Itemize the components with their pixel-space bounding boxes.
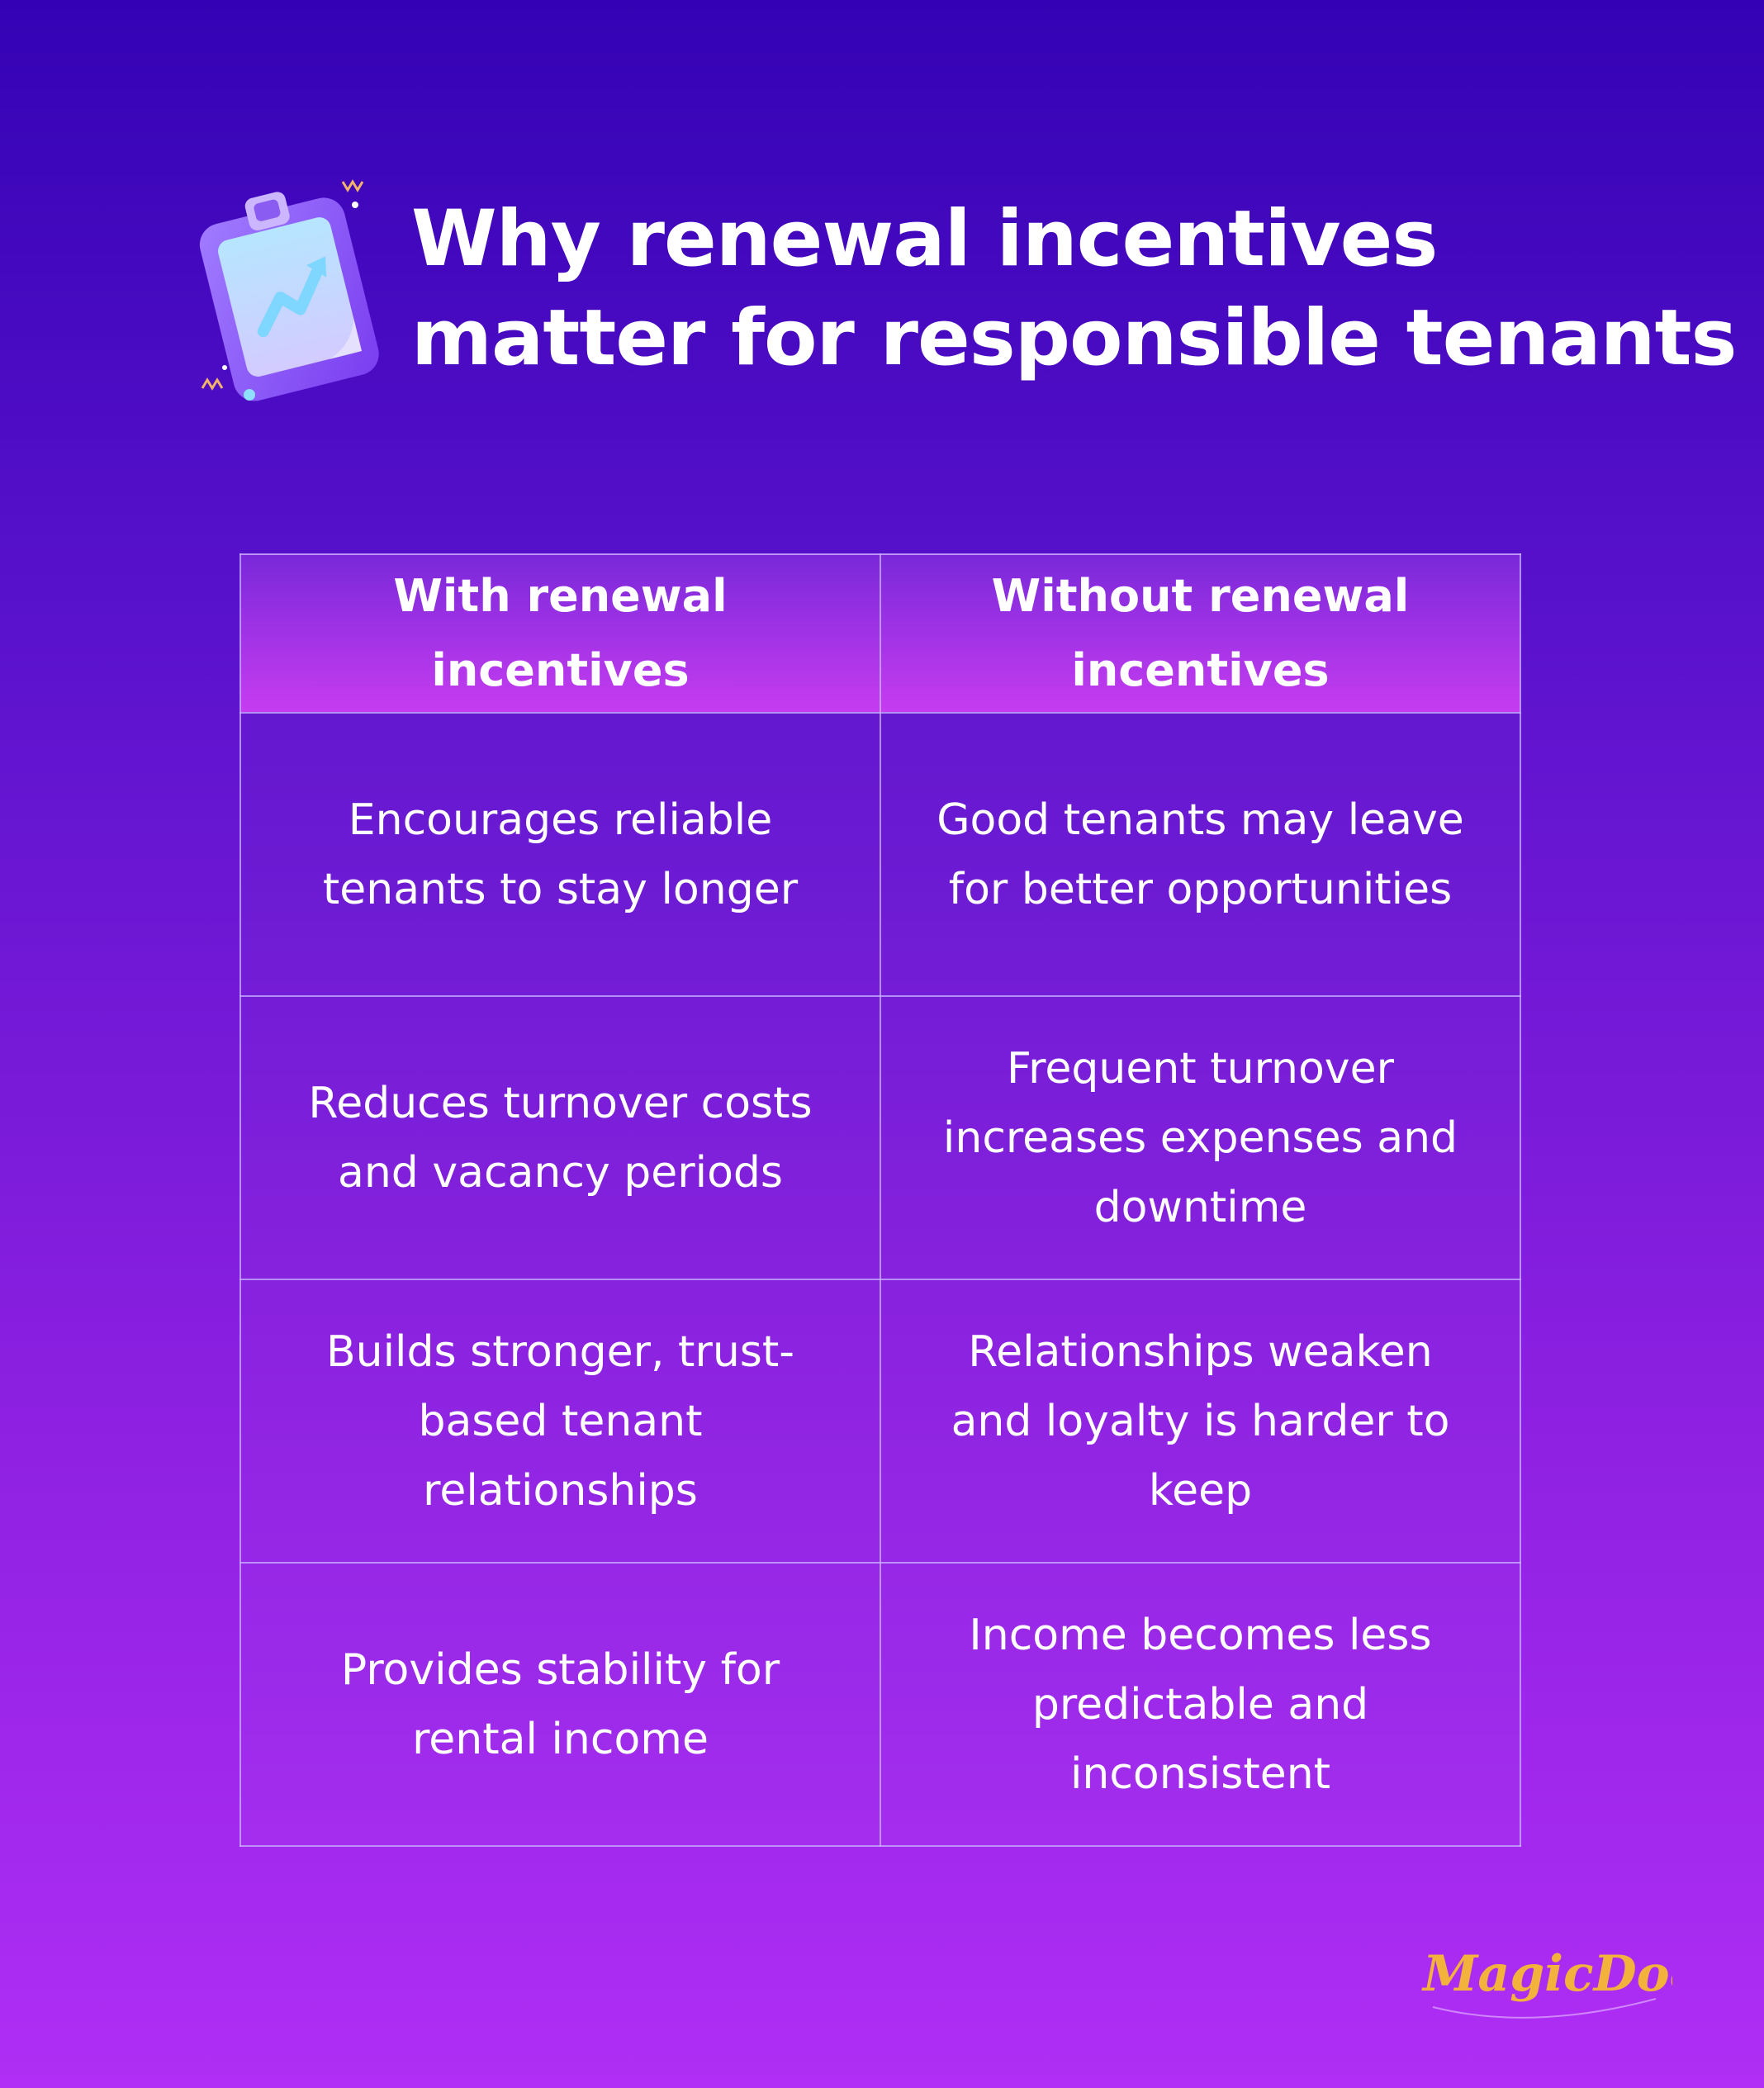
table-cell-without: Income becomes less predictable and inco… <box>880 1562 1521 1847</box>
title-line-1: Why renewal incentives <box>411 194 1438 284</box>
table-cell-with: Reduces turnover costs and vacancy perio… <box>239 995 881 1280</box>
column-header-without: Without renewal incentives <box>880 553 1521 714</box>
clipboard-chart-icon <box>199 179 379 401</box>
title-line-2: matter for responsible tenants <box>411 293 1738 383</box>
table-row: Provides stability for rental income Inc… <box>239 1562 1521 1847</box>
table-row: Builds stronger, trust-based tenant rela… <box>239 1279 1521 1564</box>
table-cell-without: Good tenants may leave for better opport… <box>880 712 1521 997</box>
table-cell-with: Encourages reliable tenants to stay long… <box>239 712 881 997</box>
table-cell-with: Builds stronger, trust-based tenant rela… <box>239 1279 881 1564</box>
table-cell-with: Provides stability for rental income <box>239 1562 881 1847</box>
magicdoor-logo: MagicDoor <box>1421 1945 1672 2019</box>
header: Why renewal incentives matter for respon… <box>190 165 1738 413</box>
table-cell-without: Relationships weaken and loyalty is hard… <box>880 1279 1521 1564</box>
comparison-table: With renewal incentives Without renewal … <box>239 553 1521 1847</box>
table-row: Reduces turnover costs and vacancy perio… <box>239 995 1521 1280</box>
table-header-row: With renewal incentives Without renewal … <box>239 553 1521 714</box>
column-header-with: With renewal incentives <box>239 553 881 714</box>
table-row: Encourages reliable tenants to stay long… <box>239 712 1521 997</box>
logo-text: MagicDoor <box>1421 1945 1672 2003</box>
table-cell-without: Frequent turnover increases expenses and… <box>880 995 1521 1280</box>
page-title: Why renewal incentives matter for respon… <box>411 190 1738 388</box>
